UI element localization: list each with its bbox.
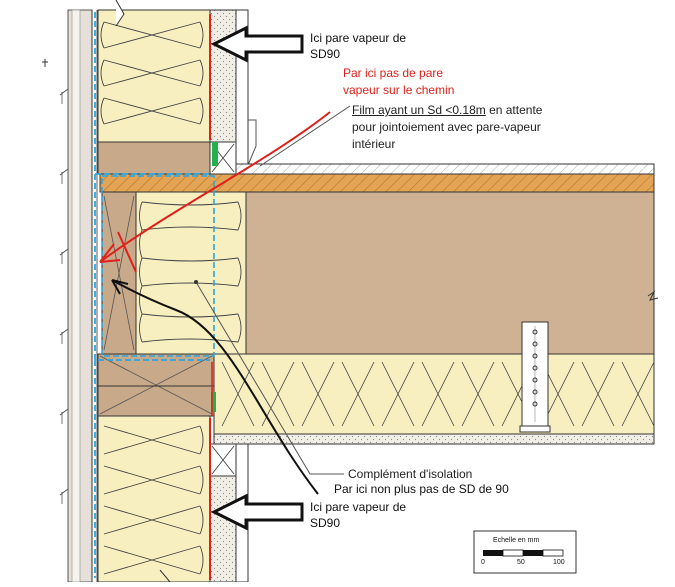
film-note-rest: en attente bbox=[485, 103, 543, 117]
bottom-vapour-label-line1: Ici pare vapeur de bbox=[310, 500, 407, 514]
top-vapour-label-line1: Ici pare vapeur de bbox=[310, 31, 407, 45]
top-vapour-label-line2: SD90 bbox=[310, 47, 341, 61]
scale-tick-100: 100 bbox=[553, 559, 565, 566]
film-note-line3: intérieur bbox=[352, 137, 396, 151]
complement-label: Complément d'isolation bbox=[348, 467, 473, 481]
bottom-note: Par ici non plus pas de SD de 90 bbox=[334, 482, 509, 496]
scale-tick-0: 0 bbox=[481, 559, 485, 566]
film-note-underlined: Film ayant un Sd <0.18m bbox=[352, 103, 486, 117]
black-curve bbox=[111, 279, 319, 495]
vapour-barriers bbox=[94, 12, 215, 580]
top-block-arrow bbox=[210, 25, 304, 63]
red-note-line2: vapeur sur le chemin bbox=[343, 83, 455, 97]
complement-leader bbox=[195, 281, 344, 475]
hand-annotations bbox=[99, 25, 351, 531]
upper-wall bbox=[97, 0, 257, 175]
bottom-vapour-label-line2: SD90 bbox=[310, 516, 341, 530]
floor-structure bbox=[99, 163, 659, 445]
scale-title: Echelle en mm bbox=[493, 537, 540, 544]
film-leader bbox=[259, 105, 351, 167]
red-arrow bbox=[99, 111, 331, 273]
exterior-cladding bbox=[59, 9, 98, 583]
film-note-line2: pour jointoiement avec pare-vapeur bbox=[352, 120, 541, 134]
scale-tick-50: 50 bbox=[517, 559, 525, 566]
bottom-block-arrow bbox=[210, 493, 304, 531]
red-note-line1: Par ici pas de pare bbox=[343, 66, 444, 80]
film-note-line1: Film ayant un Sd <0.18m en attente bbox=[352, 103, 542, 118]
scale-bar bbox=[473, 530, 577, 574]
